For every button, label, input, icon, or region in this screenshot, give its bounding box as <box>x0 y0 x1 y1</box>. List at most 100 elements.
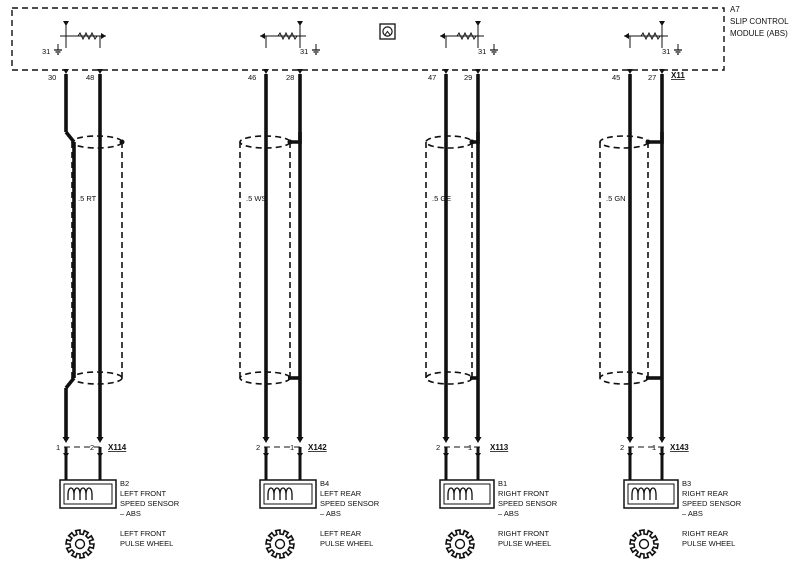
ground-icon <box>490 49 498 55</box>
sensor-ref-label: B2 <box>120 479 129 488</box>
sensor-name-label: – ABS <box>320 509 341 518</box>
sensor-coil-icon <box>447 487 473 500</box>
connector-arrow-icon <box>96 437 104 443</box>
shield-bottom <box>425 371 473 385</box>
pulse-wheel-label: PULSE WHEEL <box>320 539 373 548</box>
module-pin-label: 48 <box>86 73 94 82</box>
shield-drain-dot <box>645 139 651 145</box>
sensor-name-label: SPEED SENSOR <box>682 499 742 508</box>
wire-color-label: .5 RT <box>78 194 97 203</box>
sensor-coil-icon <box>631 487 657 500</box>
sensor-name-label: LEFT REAR <box>320 489 362 498</box>
module-outline <box>11 7 725 71</box>
pin-arrow-icon <box>659 69 665 74</box>
sensor-name-label: LEFT FRONT <box>120 489 167 498</box>
sensor-box <box>259 479 317 509</box>
connector-pin-label: 2 <box>620 443 624 452</box>
supply-arrow-icon <box>297 21 303 26</box>
arrow-right-icon <box>101 33 106 39</box>
sensor-box <box>59 479 117 509</box>
connector-arrow-icon <box>62 437 70 443</box>
pulse-wheel-gear-icon <box>445 529 475 559</box>
pulse-wheel-label: LEFT REAR <box>320 529 362 538</box>
pulse-wheel-gear-icon <box>65 529 95 559</box>
module-pin-label: 45 <box>612 73 620 82</box>
sensor-pin-arrow-icon <box>443 453 481 458</box>
sensor-inner-box <box>627 483 675 505</box>
pin-arrow-icon <box>63 69 69 74</box>
pin-arrow-icon <box>263 69 269 74</box>
module-symbol-icon <box>379 23 396 40</box>
sensor-inner-box <box>263 483 313 505</box>
pin-arrow-icon <box>97 69 103 74</box>
sensor-name-label: RIGHT FRONT <box>498 489 550 498</box>
arrow-left-icon <box>260 33 265 39</box>
module-pin-label: 47 <box>428 73 436 82</box>
shield-top <box>425 135 473 149</box>
sensor-coil-icon <box>267 487 293 500</box>
module-ref: A7 <box>730 5 740 14</box>
wire-color-label: .5 GN <box>606 194 626 203</box>
arrow-left-icon <box>624 33 629 39</box>
pulse-wheel-hub-icon <box>638 538 650 550</box>
connector-pin-label: 2 <box>436 443 440 452</box>
connector-label: X114 <box>108 443 127 452</box>
connector-arrow-icon <box>658 437 666 443</box>
resistor-icon <box>456 31 477 41</box>
shield-bottom <box>599 371 649 385</box>
pin-arrow-icon <box>475 69 481 74</box>
resistor-icon <box>640 31 661 41</box>
connector-pin-label: 2 <box>256 443 260 452</box>
sensor-ref-label: B4 <box>320 479 329 488</box>
connector-pin-label: 1 <box>652 443 656 452</box>
connector-label: X143 <box>670 443 689 452</box>
pulse-wheel-label: LEFT FRONT <box>120 529 167 538</box>
pulse-wheel-hub-icon <box>454 538 466 550</box>
shield-bottom <box>71 371 123 385</box>
pin-arrow-icon <box>297 69 303 74</box>
pulse-wheel-label: RIGHT FRONT <box>498 529 550 538</box>
pin-arrow-icon <box>627 69 633 74</box>
supply-arrow-icon <box>63 21 69 26</box>
supply-arrow-icon <box>475 21 481 26</box>
sensor-inner-box <box>443 483 491 505</box>
sensor-inner-box <box>63 483 113 505</box>
module-name-line1: SLIP CONTROL <box>730 17 789 26</box>
module-connector-label: X11 <box>671 71 685 80</box>
shield-drain-dot <box>287 139 293 145</box>
sensor-name-label: – ABS <box>498 509 519 518</box>
pulse-wheel-gear-icon <box>629 529 659 559</box>
ground-icon <box>312 49 320 55</box>
sensor-name-label: SPEED SENSOR <box>498 499 558 508</box>
sensor-ref-label: B3 <box>682 479 691 488</box>
sensor-ref-label: B1 <box>498 479 507 488</box>
connector-label: X113 <box>490 443 509 452</box>
module-name-line2: MODULE (ABS) <box>730 29 788 38</box>
ground-icon <box>674 49 682 55</box>
resistor-icon <box>77 31 98 41</box>
sensor-box <box>439 479 495 509</box>
wire-color-label: .5 WS <box>246 194 266 203</box>
ground-label: 31 <box>42 47 50 56</box>
sensor-pin-arrow-icon <box>63 453 103 458</box>
ground-label: 31 <box>300 47 308 56</box>
ground-label: 31 <box>662 47 670 56</box>
pulse-wheel-label: RIGHT REAR <box>682 529 729 538</box>
connector-pin-label: 1 <box>468 443 472 452</box>
shield-drain-dot <box>469 139 475 145</box>
shield-top <box>599 135 649 149</box>
drain-elbow-top <box>646 132 664 144</box>
connector-pin-label: 1 <box>290 443 294 452</box>
ground-icon <box>54 49 62 55</box>
pulse-wheel-label: PULSE WHEEL <box>498 539 551 548</box>
shield-top <box>71 135 123 149</box>
module-pin-label: 30 <box>48 73 56 82</box>
module-pin-label: 27 <box>648 73 656 82</box>
connector-arrow-icon <box>296 437 304 443</box>
wire-color-label: .5 GE <box>432 194 451 203</box>
connector-pin-label: 1 <box>56 443 60 452</box>
